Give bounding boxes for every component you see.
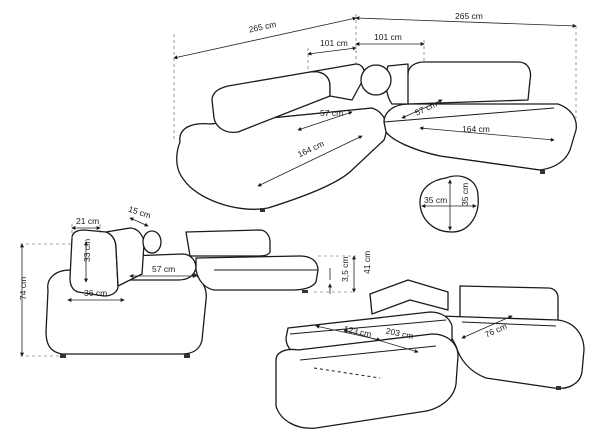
top-foot-right [540, 170, 545, 174]
side-total-height-label: 74 cm [18, 277, 28, 300]
bed-right-seat [439, 315, 585, 390]
bed-back [459, 285, 559, 323]
top-back-right-label: 101 cm [374, 32, 402, 42]
cushion-height-label: 35 cm [460, 183, 470, 206]
side-seat-height-label: 41 cm [362, 251, 372, 274]
cushion-width-label: 35 cm [424, 195, 447, 205]
bed-dimension-lines [315, 315, 513, 353]
top-back-left-label: 101 cm [320, 38, 348, 48]
top-length-right-label: 164 cm [462, 124, 490, 134]
round-cushion [360, 64, 392, 96]
side-cushion [142, 230, 162, 254]
side-foot-right [184, 354, 190, 358]
bed-foot [556, 386, 561, 390]
top-dimension-lines [173, 14, 577, 187]
top-depth-left-label: 57 cm [320, 108, 343, 118]
top-foot-left [260, 208, 265, 212]
left-seat-base [176, 107, 387, 210]
side-gap-label: 3,5 cm [340, 256, 350, 282]
right-backrest [404, 61, 532, 105]
side-seat-depth-label: 57 cm [152, 264, 175, 274]
side-foot-far [302, 290, 308, 293]
top-width-left-label: 265 cm [248, 19, 277, 35]
top-width-right-label: 265 cm [455, 11, 483, 21]
side-long-back [185, 229, 271, 257]
side-arm-width-label: 21 cm [76, 216, 99, 226]
side-foot-left [60, 354, 66, 358]
side-base-depth-label: 36 cm [84, 288, 107, 298]
top-corner-sofa [176, 61, 577, 212]
side-dimension-lines [20, 217, 356, 357]
cushion-detail [419, 175, 479, 233]
bed-left-arm [369, 279, 449, 315]
side-back-block [69, 229, 119, 297]
left-back-corner [309, 63, 366, 101]
sofa-bed [275, 279, 585, 429]
side-back-height-label: 33 cm [82, 239, 92, 262]
side-view-sofa [45, 227, 319, 358]
side-long-seat [195, 255, 319, 291]
